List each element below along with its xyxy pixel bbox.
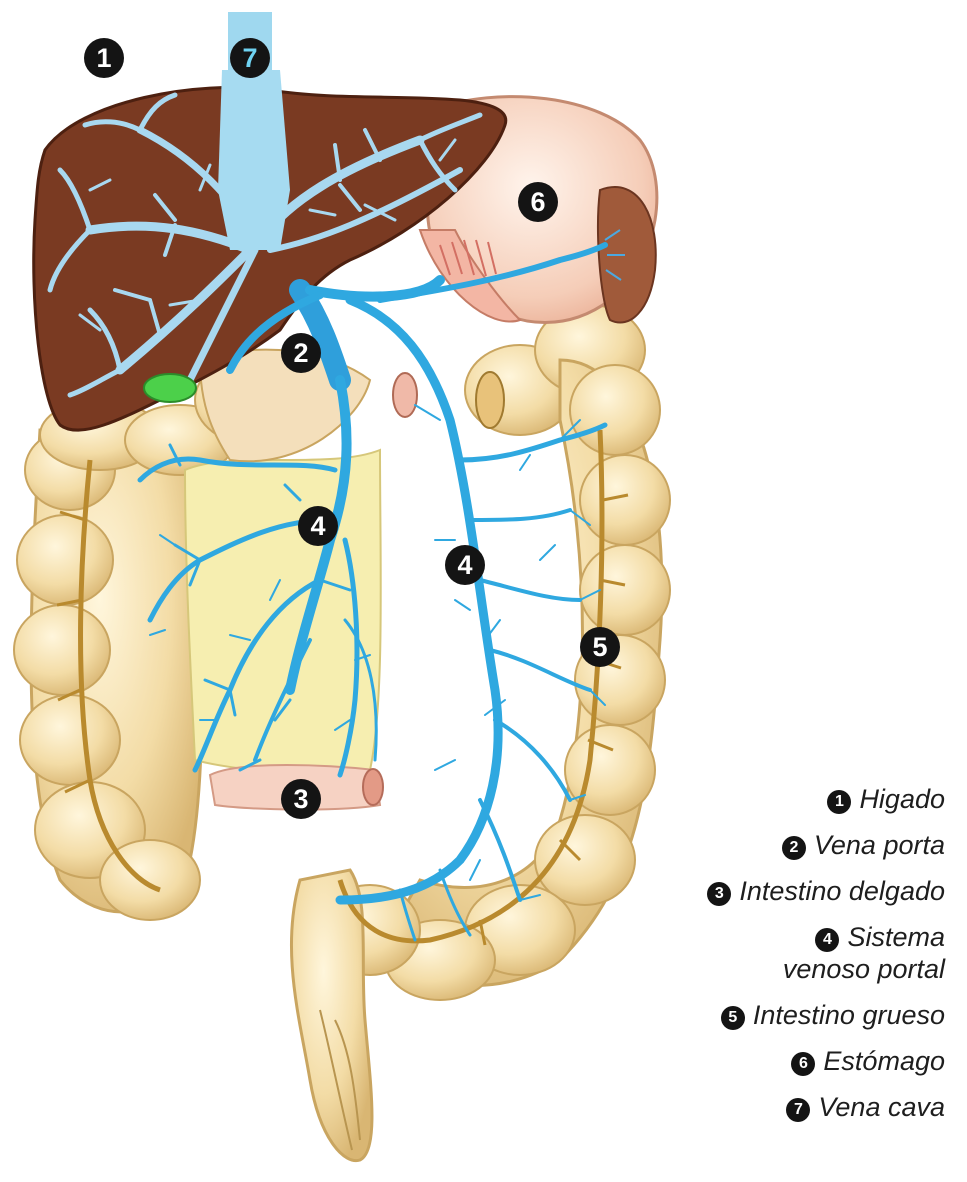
legend-item-small-intestine: 3 Intestino delgado (615, 875, 945, 907)
legend-number: 5 (721, 1006, 745, 1030)
marker-2-portal-vein: 2 (281, 333, 321, 373)
marker-3-small-intestine: 3 (281, 779, 321, 819)
legend-item-stomach: 6 Estómago (615, 1045, 945, 1077)
marker-7-vena-cava: 7 (230, 38, 270, 78)
legend-number: 7 (786, 1098, 810, 1122)
legend-item-portal-vein: 2 Vena porta (615, 829, 945, 861)
legend-label: Estómago (823, 1046, 945, 1076)
legend-item-liver: 1 Higado (615, 783, 945, 815)
marker-5-large-intestine: 5 (580, 627, 620, 667)
marker-6-stomach: 6 (518, 182, 558, 222)
legend-number: 6 (791, 1052, 815, 1076)
marker-4-portal-system-right: 4 (445, 545, 485, 585)
legend-number: 3 (707, 882, 731, 906)
legend-number: 1 (827, 790, 851, 814)
legend-label: Vena cava (818, 1092, 945, 1122)
legend-label: Intestino grueso (753, 1000, 945, 1030)
marker-1-liver: 1 (84, 38, 124, 78)
legend-label: Vena porta (814, 830, 945, 860)
marker-4-portal-system-left: 4 (298, 506, 338, 546)
legend-item-large-intestine: 5 Intestino grueso (615, 999, 945, 1031)
legend-label-line1: Sistema (847, 922, 945, 952)
legend-item-portal-venous-system: 4 Sistema venoso portal (615, 921, 945, 985)
legend-item-vena-cava: 7 Vena cava (615, 1091, 945, 1123)
legend-number: 4 (815, 928, 839, 952)
legend-number: 2 (782, 836, 806, 860)
legend-label: Intestino delgado (739, 876, 945, 906)
legend-label-line2: venoso portal (783, 954, 945, 984)
legend-label: Higado (859, 784, 945, 814)
legend: 1 Higado 2 Vena porta 3 Intestino delgado 4… (615, 783, 945, 1137)
